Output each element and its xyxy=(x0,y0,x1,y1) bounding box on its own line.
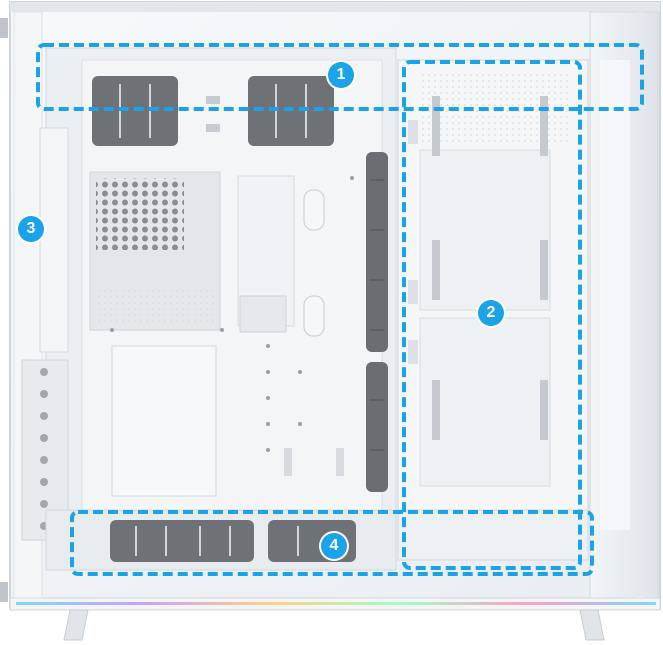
case-feet xyxy=(63,609,605,641)
zone-1-marker: 1 xyxy=(328,62,354,88)
rear-pci-slots xyxy=(21,127,69,541)
highlight-zones xyxy=(36,43,644,576)
cpu-cutout-mesh xyxy=(96,178,184,250)
top-thumbscrew xyxy=(0,18,8,38)
zone-4-bottom-mount xyxy=(70,510,594,576)
front-glass-panel xyxy=(589,11,659,599)
zone-2-marker: 2 xyxy=(478,300,504,326)
bottom-thumbscrew xyxy=(0,582,8,602)
zone-3-marker: 3 xyxy=(18,216,44,242)
rgb-strip xyxy=(16,602,656,605)
cable-grommets xyxy=(366,152,388,492)
zone-4-marker: 4 xyxy=(321,533,347,559)
zone-2-front-mount xyxy=(402,60,582,570)
